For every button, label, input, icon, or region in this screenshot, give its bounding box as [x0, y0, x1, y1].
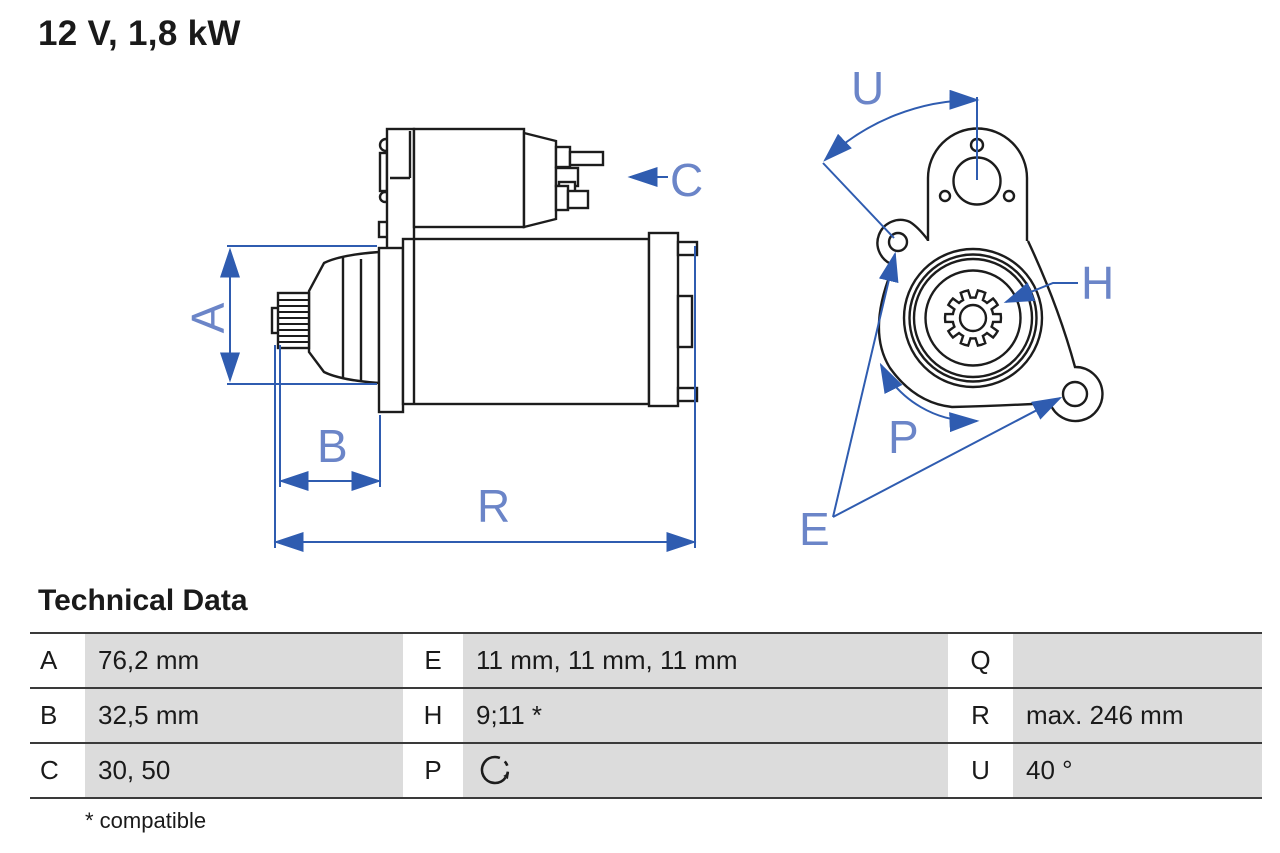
footnote: * compatible [85, 808, 207, 833]
table-row: A 76,2 mm E 11 mm, 11 mm, 11 mm Q [30, 632, 1262, 687]
technical-data-heading: Technical Data [38, 584, 248, 617]
pinion-gear-side [276, 291, 311, 350]
table-row: B 32,5 mm H 9;11 * R max. 246 mm [30, 687, 1262, 742]
dimension-u-label: U [851, 62, 884, 114]
param-key-h: H [403, 689, 463, 742]
callout-c-label: C [670, 154, 703, 206]
param-key-p: P [403, 744, 463, 797]
dimension-b-label: B [317, 420, 348, 472]
bracket-pin-hole-right [1002, 189, 1016, 203]
param-value-c: 30, 50 [85, 744, 403, 797]
param-key-b: B [30, 689, 85, 742]
technical-data-section: Technical Data A 76,2 mm E 11 mm, 11 mm,… [0, 584, 1280, 834]
starter-motor-technical-drawing: A B R C [182, 62, 1114, 555]
param-key-c: C [30, 744, 85, 797]
solenoid-cap [522, 131, 558, 229]
end-cap-boss [676, 294, 694, 349]
solenoid-body [412, 127, 526, 229]
callout-h: H [1003, 257, 1114, 309]
param-value-a: 76,2 mm [85, 634, 403, 687]
solenoid-terminals [554, 145, 605, 212]
rotation-direction-p: P [879, 362, 980, 463]
param-value-r: max. 246 mm [1013, 689, 1262, 742]
dimension-a: A [182, 245, 377, 385]
callout-e-label: E [799, 503, 830, 555]
param-value-u: 40 ° [1013, 744, 1262, 797]
param-key-q: Q [948, 634, 1013, 687]
param-key-r: R [948, 689, 1013, 742]
front-view: U H P E [799, 62, 1114, 555]
param-key-a: A [30, 634, 85, 687]
dimension-r-label: R [477, 480, 510, 532]
motor-end-cap [647, 231, 680, 408]
param-value-b: 32,5 mm [85, 689, 403, 742]
rotation-cw-icon [480, 755, 510, 784]
param-key-u: U [948, 744, 1013, 797]
technical-data-table: A 76,2 mm E 11 mm, 11 mm, 11 mm Q B 32,5… [30, 632, 1262, 799]
param-value-h: 9;11 * [463, 689, 948, 742]
pinion-hub-hole [958, 303, 988, 333]
dimension-r: R [273, 246, 697, 552]
callout-c: C [627, 154, 703, 206]
bracket-pin-hole-left [938, 189, 952, 203]
motor-body [401, 237, 651, 406]
param-value-p [463, 744, 948, 797]
page-title: 12 V, 1,8 kW [38, 14, 241, 53]
flange-hole-bottom-right [1061, 380, 1089, 408]
table-row: C 30, 50 P U 40 ° [30, 742, 1262, 797]
callout-h-label: H [1081, 257, 1114, 309]
param-value-e: 11 mm, 11 mm, 11 mm [463, 634, 948, 687]
pinion-teeth-lines [279, 299, 308, 343]
dimension-b: B [278, 345, 382, 491]
end-cap-tab-bottom [676, 386, 699, 403]
rotation-p-label: P [888, 411, 919, 463]
dimension-u: U [822, 62, 980, 239]
end-cap-tab-top [676, 240, 699, 257]
dimension-a-label: A [182, 302, 234, 333]
side-view: A B R C [182, 127, 703, 552]
param-key-e: E [403, 634, 463, 687]
callout-e: E [799, 251, 1063, 555]
mounting-flange [377, 246, 405, 414]
param-value-q [1013, 634, 1262, 687]
